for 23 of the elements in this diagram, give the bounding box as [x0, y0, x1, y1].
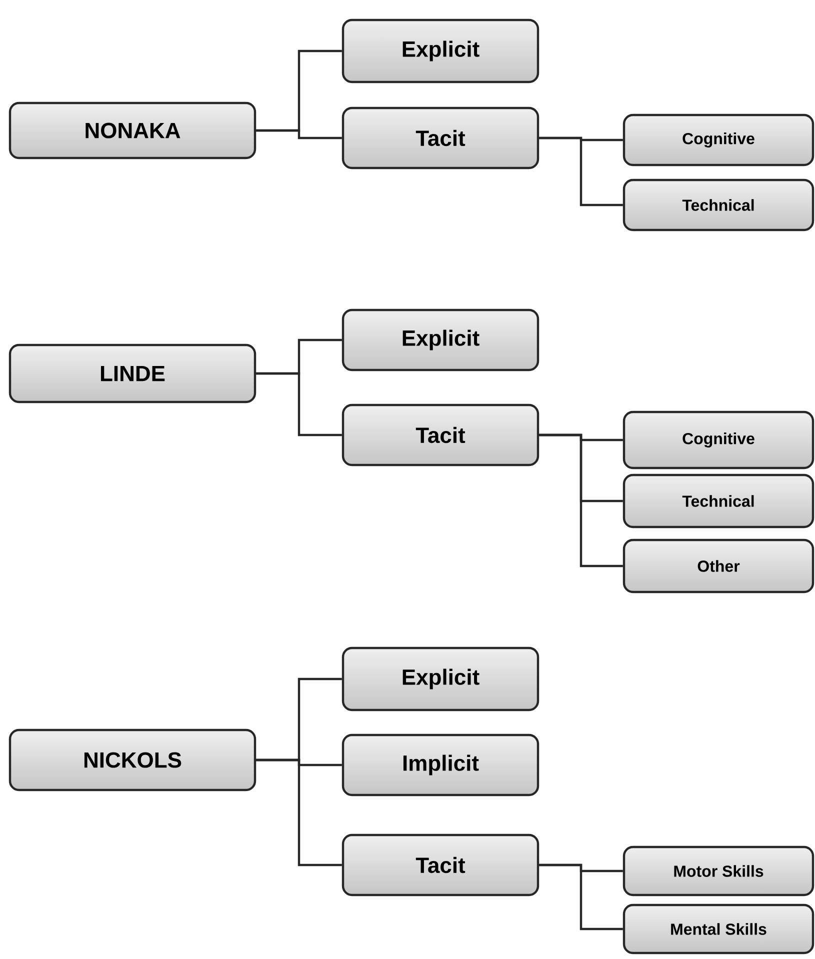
category-box: Cognitive	[622, 114, 814, 166]
category-box: Explicit	[342, 646, 540, 712]
connector-line	[539, 864, 623, 930]
category-box: Mental Skills	[622, 904, 814, 954]
category-box: Motor Skills	[622, 846, 814, 896]
category-box: Cognitive	[622, 410, 814, 470]
category-box: Tacit	[342, 834, 540, 896]
category-box: Technical	[622, 178, 814, 232]
connector-line	[256, 372, 342, 436]
connector-line	[539, 434, 623, 568]
category-box: Explicit	[342, 308, 540, 372]
category-box: Tacit	[342, 404, 540, 466]
connector-line	[256, 129, 342, 140]
category-box: Tacit	[342, 106, 540, 170]
category-box: Explicit	[342, 18, 540, 84]
category-box: NICKOLS	[8, 728, 256, 792]
category-box: Implicit	[342, 734, 540, 796]
category-box: NONAKA	[8, 102, 256, 160]
connector-line	[256, 758, 342, 866]
category-box: LINDE	[8, 344, 256, 404]
category-box: Technical	[622, 474, 814, 528]
connector-line	[539, 136, 623, 206]
category-box: Other	[622, 538, 814, 594]
